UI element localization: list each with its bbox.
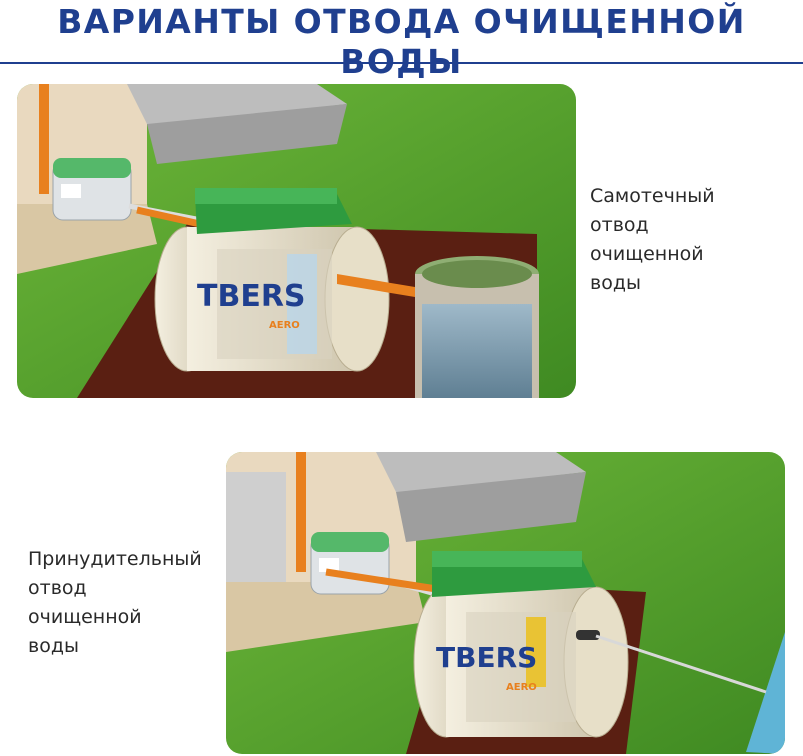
brand-logo: TBERS bbox=[436, 641, 537, 674]
caption-line: воды bbox=[28, 635, 79, 657]
air-compressor bbox=[52, 158, 132, 221]
forced-discharge-illustration: TBERS AERO bbox=[226, 452, 785, 754]
brand-sub: AERO bbox=[269, 320, 300, 331]
caption-line: Самотечный bbox=[590, 185, 715, 207]
gravity-discharge-illustration: TBERS AERO bbox=[17, 84, 576, 398]
caption-line: отвод bbox=[28, 577, 87, 599]
forced-discharge-caption: Принудительный отвод очищенной воды bbox=[28, 545, 202, 661]
air-compressor bbox=[310, 532, 390, 595]
title-divider bbox=[0, 62, 803, 64]
caption-line: Принудительный bbox=[28, 548, 202, 570]
septic-tank: TBERS AERO bbox=[413, 551, 629, 738]
gravity-discharge-caption: Самотечный отвод очищенной воды bbox=[590, 182, 715, 298]
caption-line: очищенной bbox=[590, 243, 704, 265]
page-title: ВАРИАНТЫ ОТВОДА ОЧИЩЕННОЙ ВОДЫ bbox=[57, 2, 746, 81]
caption-line: воды bbox=[590, 272, 641, 294]
septic-tank: TBERS AERO bbox=[154, 188, 390, 372]
caption-line: очищенной bbox=[28, 606, 142, 628]
brand-logo: TBERS bbox=[197, 279, 306, 314]
filtration-well bbox=[415, 256, 539, 398]
brand-sub: AERO bbox=[506, 682, 537, 693]
caption-line: отвод bbox=[590, 214, 649, 236]
